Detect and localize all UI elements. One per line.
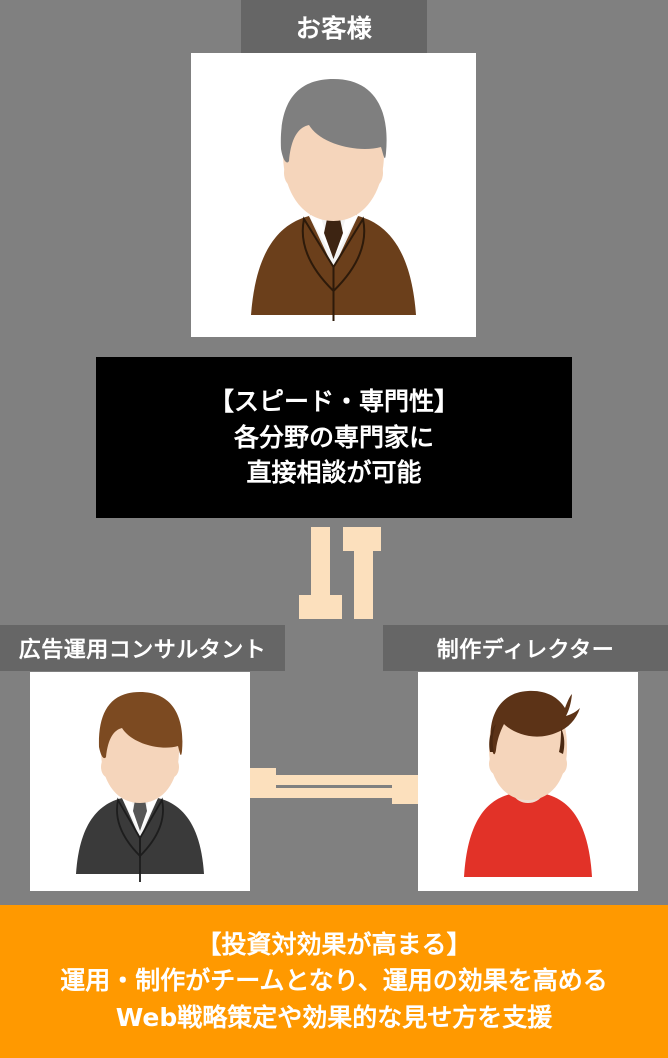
speed-box-line-1: 【スピード・専門性】 [208, 387, 459, 417]
consultant-label-text: 広告運用コンサルタント [18, 638, 267, 663]
consultant-avatar-illustration [30, 672, 250, 891]
footer-line-3: Web戦略策定や効果的な見せ方を支援 [115, 1002, 553, 1032]
consultant-label-bar: 広告運用コンサルタント [0, 625, 285, 671]
customer-label-text: お客様 [295, 13, 373, 43]
vertical-double-arrow [299, 527, 381, 619]
footer-line-1: 【投資対効果が高まる】 [196, 930, 472, 960]
horizontal-double-arrow [250, 762, 418, 810]
speed-box-line-2: 各分野の専門家に [233, 422, 434, 452]
vertical-double-arrow-icon [299, 527, 381, 619]
speed-expertise-box: 【スピード・専門性】 各分野の専門家に 直接相談が可能 [96, 357, 572, 518]
director-photo [418, 672, 638, 891]
consultant-photo [30, 672, 250, 891]
director-label-text: 制作ディレクター [436, 638, 615, 663]
roi-footer-banner: 【投資対効果が高まる】 運用・制作がチームとなり、運用の効果を高める Web戦略… [0, 905, 668, 1058]
customer-photo [191, 53, 476, 337]
director-label-bar: 制作ディレクター [383, 625, 668, 671]
customer-label-bar: お客様 [241, 0, 427, 53]
horizontal-double-arrow-icon [250, 768, 418, 804]
speed-box-line-3: 直接相談が可能 [246, 458, 422, 488]
customer-avatar-illustration [191, 53, 476, 337]
footer-line-2: 運用・制作がチームとなり、運用の効果を高める [60, 966, 608, 996]
director-avatar-illustration [418, 672, 638, 891]
